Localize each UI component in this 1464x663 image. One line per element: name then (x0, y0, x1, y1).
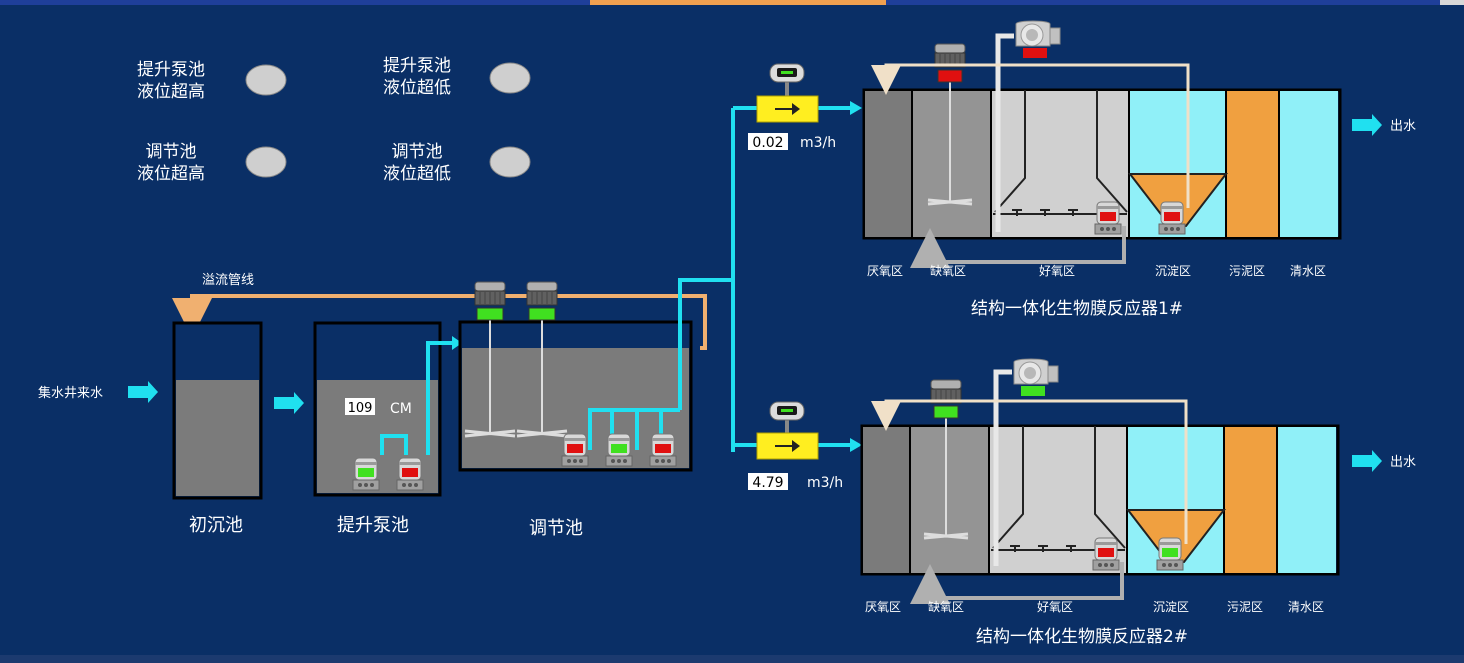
lift-pump-discharge-pipe (380, 434, 408, 455)
lift-level-value: 109 (348, 401, 373, 416)
inlet-arrow-icon (128, 381, 158, 403)
overflow-label: 溢流管线 (202, 273, 254, 288)
alarm-indicator-adjust-low[interactable] (489, 146, 531, 178)
reactor2-return-pump[interactable] (1092, 537, 1120, 571)
mixer-blade-1 (464, 429, 516, 438)
reactor2-air-pipe (993, 369, 1012, 566)
reactor1-clear-zone (1280, 91, 1338, 237)
reactor1-title: 结构一体化生物膜反应器1# (971, 299, 1183, 319)
flowmeter-1-value: 0.02 (752, 135, 783, 151)
reactor2-zone-label: 缺氧区 (928, 599, 964, 614)
alarm-indicator-adjust-high[interactable] (245, 146, 287, 178)
reactor1-zone-label: 好氧区 (1039, 264, 1075, 278)
flow-direction-icon (775, 440, 800, 452)
alarm-1-line2: 液位超高 (137, 82, 205, 102)
reactor2-zone-label: 沉淀区 (1153, 600, 1189, 614)
adjust-mixer-1[interactable] (474, 281, 506, 321)
reactor2-sludge-zone (1225, 427, 1277, 573)
reactor2-zone-label: 污泥区 (1227, 600, 1263, 614)
lift-pump-label: 提升泵池 (337, 515, 409, 536)
flowmeter-2-unit: m3/h (807, 475, 843, 491)
reactor2-blower[interactable] (1013, 358, 1059, 396)
reactor2-inlet-arrow-icon (850, 438, 862, 452)
alarm-3-line1: 调节池 (146, 142, 197, 162)
reactor1-return-pump[interactable] (1094, 201, 1122, 235)
flowmeter-1-unit: m3/h (800, 135, 836, 151)
reactor1-zone-label: 缺氧区 (930, 263, 966, 278)
adjustment-tank-label: 调节池 (529, 518, 583, 539)
reactor1-nitrate-return (910, 226, 1126, 268)
reactor-2[interactable] (860, 416, 1340, 576)
alarm-1-line1: 提升泵池 (137, 60, 205, 80)
lift-pump-1[interactable] (352, 457, 380, 491)
lift-level-unit: CM (390, 401, 412, 417)
reactor2-anaerobic-zone (863, 427, 910, 573)
primary-clarifier-label: 初沉池 (189, 515, 243, 536)
flowmeter-2-value-box (748, 473, 788, 490)
reactor1-outlet-arrow-icon (1352, 114, 1382, 136)
overflow-pipe (172, 294, 707, 350)
reactor1-sludge-zone (1227, 91, 1279, 237)
reactor2-zone-label: 好氧区 (1037, 600, 1073, 614)
window-corner (1440, 0, 1464, 5)
reactor2-sludge-return (871, 399, 1188, 544)
reactor1-zone-label: 厌氧区 (867, 264, 903, 278)
mixer-blade-2 (516, 429, 568, 438)
reactor2-zone-label: 清水区 (1288, 600, 1324, 614)
adjust-to-main-pipe (678, 278, 733, 410)
adjust-mixer-2[interactable] (526, 281, 558, 321)
flowmeter-2[interactable] (756, 401, 819, 460)
reactor2-nitrate-return (910, 562, 1124, 604)
adjust-pump-2[interactable] (605, 433, 633, 467)
flowmeter-1-value-box (748, 133, 788, 150)
reactor1-anaerobic-zone (865, 91, 912, 237)
adjust-pump-1[interactable] (561, 433, 589, 467)
alarm-4-line1: 调节池 (392, 142, 443, 162)
alarm-2-line1: 提升泵池 (383, 56, 451, 76)
reactor1-inlet-arrow-icon (850, 101, 862, 115)
flow-arrow-icon (274, 392, 304, 414)
adjust-pump-3[interactable] (649, 433, 677, 467)
alarm-2-line2: 液位超低 (383, 78, 451, 98)
reactor2-clear-zone (1278, 427, 1336, 573)
reactor1-zone-label: 沉淀区 (1155, 264, 1191, 278)
primary-clarifier-water (176, 380, 259, 496)
reactor1-sludge-return (871, 63, 1190, 208)
lift-pump-2[interactable] (396, 457, 424, 491)
reactor1-anoxic-zone (913, 91, 991, 237)
flowmeter-2-value: 4.79 (752, 475, 783, 491)
alarm-indicator-lift-high[interactable] (245, 64, 287, 96)
reactor2-title: 结构一体化生物膜反应器2# (976, 627, 1188, 647)
reactor2-sludge-pump[interactable] (1156, 537, 1184, 571)
alarm-indicator-lift-low[interactable] (489, 62, 531, 94)
reactor2-zone-label: 厌氧区 (865, 600, 901, 614)
reactor1-mixer-motor[interactable] (934, 43, 966, 83)
inlet-label: 集水井来水 (38, 385, 103, 401)
reactor2-mixer-motor[interactable] (930, 379, 962, 419)
reactor2-outlet-label: 出水 (1390, 455, 1416, 470)
reactor1-air-pipe (995, 33, 1014, 232)
flow-direction-icon (775, 103, 800, 115)
lift-to-adjust-pipe (426, 341, 454, 455)
bottom-bar (0, 655, 1464, 663)
reactor1-sludge-pump[interactable] (1158, 201, 1186, 235)
alarm-3-line2: 液位超高 (137, 164, 205, 184)
alarm-4-line2: 液位超低 (383, 164, 451, 184)
reactor1-outlet-label: 出水 (1390, 119, 1416, 134)
flowmeter-1[interactable] (756, 63, 819, 123)
reactor1-blower[interactable] (1015, 20, 1061, 58)
active-tab-indicator[interactable] (590, 0, 886, 5)
reactor1-zone-label: 污泥区 (1229, 264, 1265, 278)
lift-level-box (345, 398, 375, 415)
reactor2-anoxic-zone (911, 427, 989, 573)
reactor1-zone-label: 清水区 (1290, 264, 1326, 278)
pipe-arrow-icon (452, 336, 462, 350)
reactor2-outlet-arrow-icon (1352, 450, 1382, 472)
